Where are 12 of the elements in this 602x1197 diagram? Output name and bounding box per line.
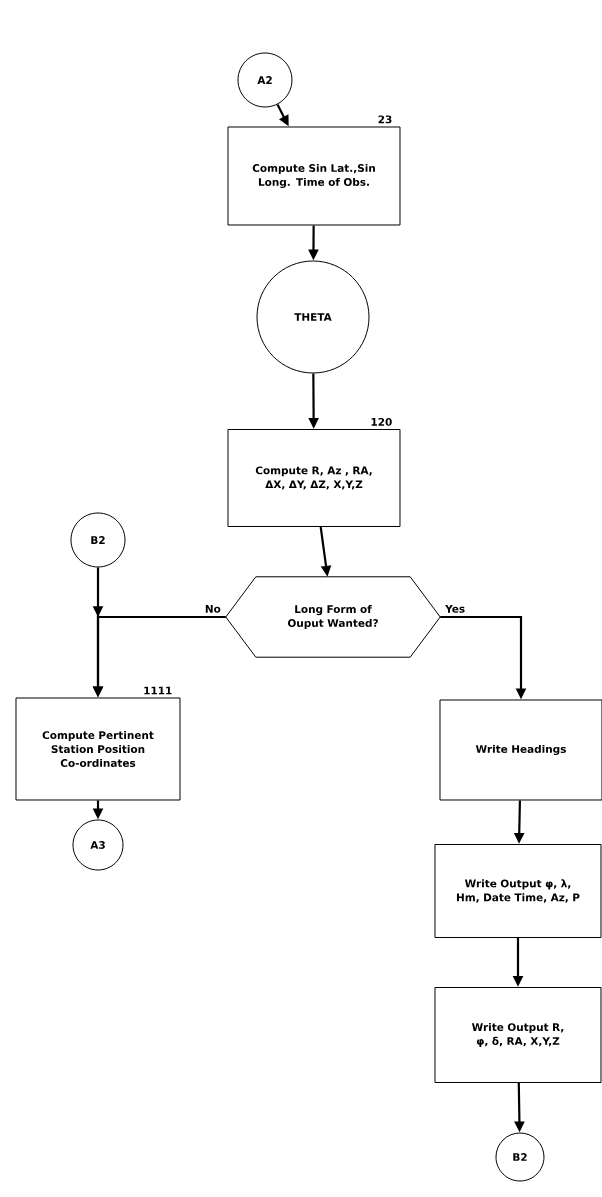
process-box: Write Output R, φ, δ, RA, X,Y,Z bbox=[434, 987, 602, 1083]
process-box: Compute Sin Lat.,Sin Long. Time of Obs. bbox=[227, 126, 401, 226]
step-number: 23 bbox=[378, 115, 392, 124]
step-number: 1111 bbox=[144, 686, 172, 695]
process-box: Write Headings bbox=[439, 699, 602, 801]
process-box: Write Output φ, λ, Hm, Date Time, Az, P bbox=[434, 844, 602, 938]
edge-label: Yes bbox=[444, 604, 467, 614]
step-number: 120 bbox=[371, 417, 392, 426]
process-box: Compute Pertinent Station Position Co-ordinates bbox=[15, 697, 181, 801]
edge-label: No bbox=[203, 604, 222, 614]
decision-hexagon: Long Form of Ouput Wanted? bbox=[225, 576, 441, 658]
process-box: Compute R, Az , RA, ΔX, ΔY, ΔZ, X,Y,Z bbox=[227, 429, 401, 527]
